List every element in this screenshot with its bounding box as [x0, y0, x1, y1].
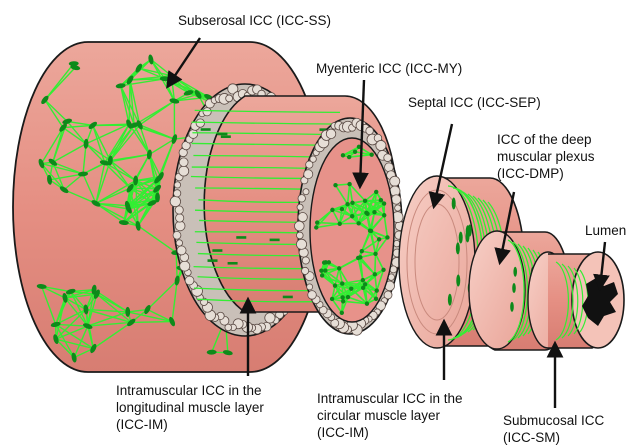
label-im-long-line2: longitudinal muscle layer — [116, 399, 264, 416]
label-im-long-line1: Intramuscular ICC in the — [116, 382, 264, 399]
label-dmp-line2: muscular plexus — [497, 148, 595, 165]
label-im-circ-line2: circular muscle layer — [317, 407, 463, 424]
label-im-circ-line1: Intramuscular ICC in the — [317, 390, 463, 407]
label-lumen: Lumen — [585, 222, 626, 239]
label-intramuscular-circular-icc: Intramuscular ICC in the circular muscle… — [317, 390, 463, 441]
label-im-circ-line3: (ICC-IM) — [317, 424, 463, 441]
icc-cell-body — [155, 192, 160, 202]
label-dmp-line3: (ICC-DMP) — [497, 165, 595, 182]
label-septal-icc: Septal ICC (ICC-SEP) — [408, 94, 541, 111]
label-deep-muscular-plexus-icc: ICC of the deep muscular plexus (ICC-DMP… — [497, 131, 595, 182]
label-intramuscular-longitudinal-icc: Intramuscular ICC in the longitudinal mu… — [116, 382, 264, 433]
label-subserosal-icc: Subserosal ICC (ICC-SS) — [178, 12, 331, 29]
label-sm-line1: Submucosal ICC — [503, 412, 604, 429]
label-sm-line2: (ICC-SM) — [503, 429, 604, 446]
label-myenteric-icc: Myenteric ICC (ICC-MY) — [316, 60, 462, 77]
label-submucosal-icc: Submucosal ICC (ICC-SM) — [503, 412, 604, 446]
segment-submucosa — [528, 252, 624, 348]
label-dmp-line1: ICC of the deep — [497, 131, 595, 148]
label-im-long-line3: (ICC-IM) — [116, 416, 264, 433]
